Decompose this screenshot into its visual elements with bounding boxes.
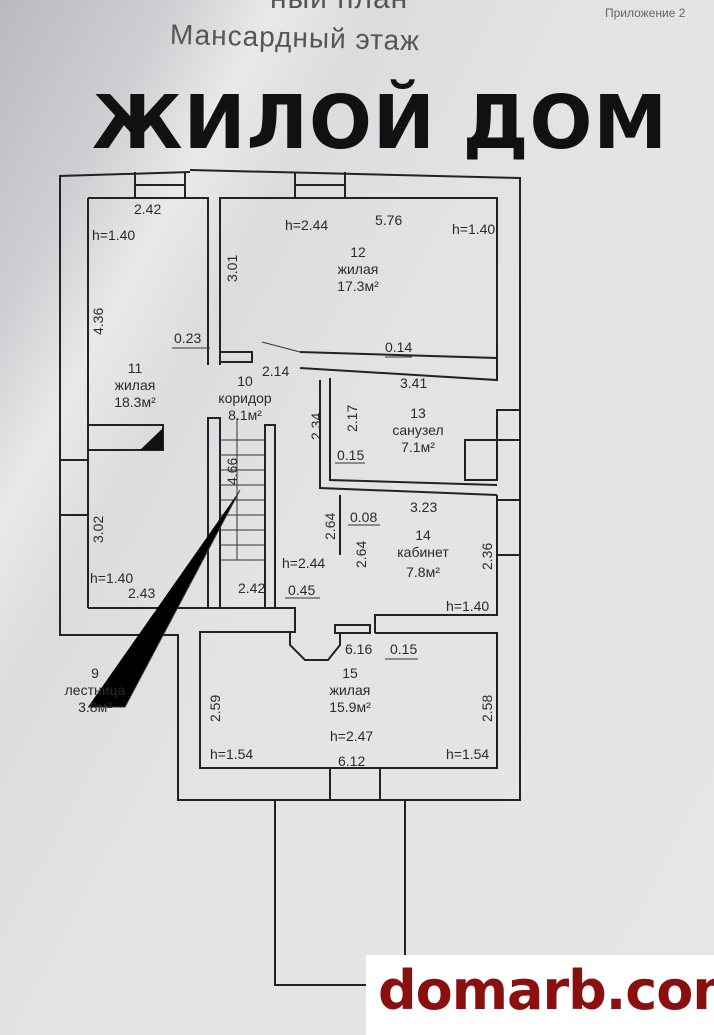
dim-label: h=1.54 <box>446 746 489 762</box>
dim-label: 6.12 <box>338 753 365 769</box>
room-area: 15.9м² <box>329 699 371 715</box>
dim-label: h=1.40 <box>90 570 133 586</box>
room-number: 12 <box>350 244 366 260</box>
dimension-labels: 2.42 h=1.40 4.36 h=2.44 5.76 h=1.40 3.01… <box>90 201 495 769</box>
dim-label: h=2.44 <box>282 555 325 571</box>
dim-label: 3.02 <box>90 516 106 543</box>
plan-title-partial: ный план <box>270 0 408 16</box>
dim-label: 3.01 <box>224 255 240 282</box>
dim-label: 2.59 <box>207 695 223 722</box>
dim-label: h=1.40 <box>446 598 489 614</box>
room-11: 11 жилая 18.3м² <box>114 360 156 410</box>
dim-label: 3.41 <box>400 375 427 391</box>
room-15: 15 жилая 15.9м² <box>329 665 371 715</box>
dim-label: 6.16 <box>345 641 372 657</box>
walls <box>59 169 521 986</box>
room-number: 15 <box>342 665 358 681</box>
room-number: 14 <box>415 527 431 543</box>
room-name: санузел <box>392 422 443 438</box>
room-13: 13 санузел 7.1м² <box>392 405 443 455</box>
stair-steps <box>88 418 265 708</box>
room-area: 7.1м² <box>401 439 435 455</box>
dim-label: 2.43 <box>128 585 155 601</box>
room-name: жилая <box>330 682 371 698</box>
room-10: 10 коридор 8.1м² <box>218 373 272 423</box>
dim-label: 2.42 <box>238 580 265 596</box>
dim-label: 4.36 <box>90 308 106 335</box>
dim-label: h=2.44 <box>285 217 328 233</box>
dim-label: 2.34 <box>308 413 324 440</box>
appendix-label: Приложение 2 <box>605 6 686 20</box>
room-area: 7.8м² <box>406 564 440 580</box>
room-9: 9 лестница 3.8м² <box>65 665 126 715</box>
room-number: 11 <box>128 360 143 376</box>
dim-label: 2.58 <box>479 695 495 722</box>
dim-label: 0.15 <box>390 641 417 657</box>
dim-label: 0.45 <box>288 582 315 598</box>
room-area: 8.1м² <box>228 407 262 423</box>
room-14: 14 кабинет 7.8м² <box>397 527 449 580</box>
room-number: 10 <box>237 373 253 389</box>
overlay-title: ЖИЛОЙ ДОМ <box>92 80 669 166</box>
watermark: domarb.com <box>366 955 714 1035</box>
dim-label: 4.66 <box>224 458 240 485</box>
dim-label: 2.14 <box>262 363 289 379</box>
dim-label: 2.42 <box>134 201 161 217</box>
room-12: 12 жилая 17.3м² <box>337 244 379 294</box>
leader-lines <box>172 341 418 660</box>
dim-label: h=1.40 <box>92 227 135 243</box>
watermark-text: domarb.com <box>378 959 714 1022</box>
room-name: коридор <box>218 390 272 406</box>
dim-label: 2.36 <box>479 543 495 570</box>
room-name: лестница <box>65 682 126 698</box>
room-number: 9 <box>91 665 99 681</box>
room-area: 17.3м² <box>337 278 379 294</box>
dim-label: 0.08 <box>350 509 377 525</box>
room-name: жилая <box>338 261 379 277</box>
chimney-mark <box>140 428 163 450</box>
dim-label: 0.14 <box>385 339 412 355</box>
dim-label: 0.15 <box>337 447 364 463</box>
room-area: 18.3м² <box>114 394 156 410</box>
dim-label: 2.64 <box>322 513 338 540</box>
dim-label: 2.17 <box>344 405 360 432</box>
dim-label: 5.76 <box>375 212 402 228</box>
dim-label: 0.23 <box>174 330 201 346</box>
dim-label: h=1.40 <box>452 221 495 237</box>
room-name: жилая <box>115 377 156 393</box>
room-name: кабинет <box>397 544 449 560</box>
dim-label: 2.64 <box>353 541 369 568</box>
dim-label: h=1.54 <box>210 746 253 762</box>
room-area: 3.8м² <box>78 699 112 715</box>
dim-label: 3.23 <box>410 499 437 515</box>
dim-label: h=2.47 <box>330 728 373 744</box>
room-number: 13 <box>410 405 426 421</box>
